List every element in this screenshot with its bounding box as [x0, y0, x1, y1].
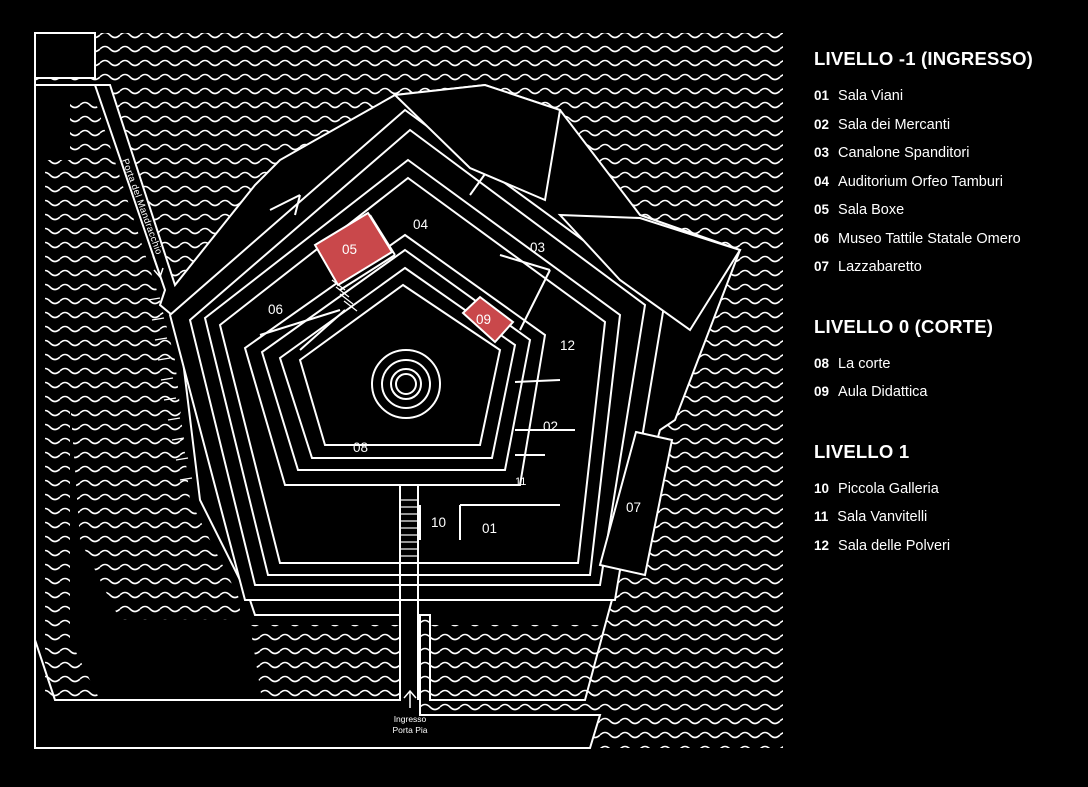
room-05-highlight[interactable]: [313, 211, 394, 287]
room-label-11: 11: [515, 476, 526, 488]
legend-section-title: LIVELLO 1: [814, 440, 910, 462]
side-gate-arrow-icon: [152, 255, 164, 279]
room-label-05: 05: [342, 242, 357, 257]
left-mole: [34, 32, 96, 79]
room-label-03: 03: [530, 240, 545, 255]
room-label-07: 07: [626, 500, 641, 515]
stairs: [147, 279, 417, 557]
fortress-floor-plan: 01 02 03 04 05 06 07 08 09 10 11 12 Port…: [34, 32, 783, 749]
room-label-06: 06: [268, 302, 283, 317]
room-label-08: 08: [353, 440, 368, 455]
left-water: [45, 100, 605, 700]
entrance-label-line1: Ingresso: [394, 714, 427, 724]
room-label-09: 09: [476, 312, 491, 327]
legend-section-title: LIVELLO -1 (INGRESSO): [814, 48, 1034, 69]
room-labels: 01 02 03 04 05 06 07 08 09 10 11 12: [268, 217, 641, 536]
room-label-02: 02: [543, 419, 558, 434]
fortress-walls: [168, 83, 742, 700]
room-label-10: 10: [431, 515, 446, 530]
room-label-04: 04: [413, 217, 429, 232]
entrance-arrow-icon: [403, 689, 417, 708]
room-09-highlight[interactable]: [461, 295, 515, 344]
room-label-01: 01: [482, 521, 497, 536]
room-label-12: 12: [560, 338, 575, 353]
central-fountain-icon: [371, 349, 441, 419]
legend-section-title: LIVELLO 0 (CORTE): [814, 315, 994, 337]
entrance-label-line2: Porta Pia: [393, 725, 428, 735]
